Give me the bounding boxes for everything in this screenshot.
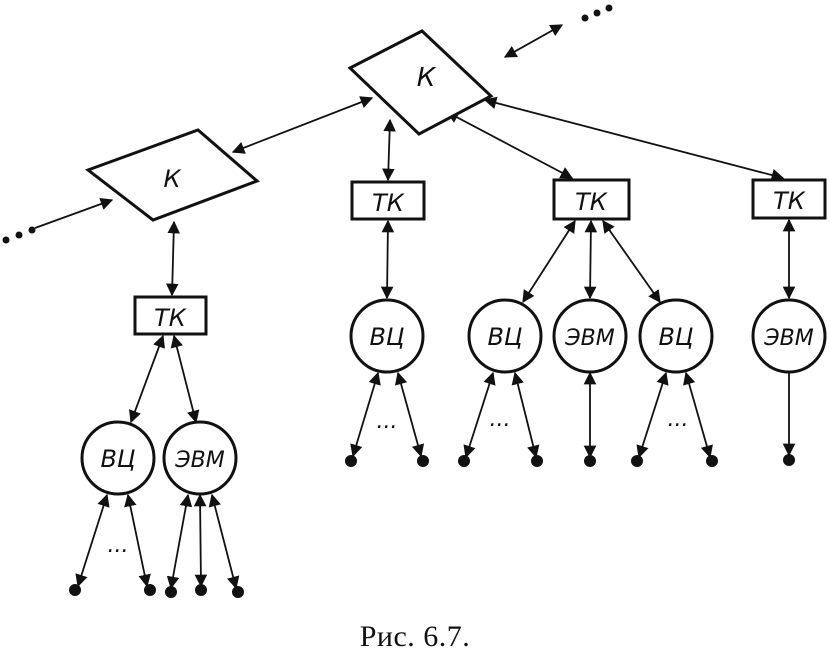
terminal-node: [195, 584, 207, 596]
terminal-node: [458, 455, 470, 467]
connection-arrow: [483, 96, 785, 182]
terminal-node: [417, 455, 429, 467]
connection-arrow: [445, 111, 574, 179]
connection-arrow: [75, 493, 110, 588]
tk-center-label: ТК: [372, 189, 405, 217]
terminals: [69, 454, 795, 598]
tk-center: ТК: [350, 180, 426, 221]
terminal-node: [631, 455, 643, 467]
vc-left-label: ВЦ: [100, 445, 135, 473]
tk-mid: ТК: [552, 178, 631, 221]
terminal-node: [345, 455, 357, 467]
links: [34, 24, 796, 590]
connection-arrow: [170, 334, 200, 424]
concentrator-left-label: К: [163, 165, 181, 193]
tk-left-label: ТК: [154, 304, 187, 332]
ellipsis-vc-left: ...: [108, 533, 129, 558]
vc-center-label: ВЦ: [369, 323, 404, 351]
ellipsis-vc-center: ...: [377, 409, 398, 434]
terminal-node: [531, 455, 543, 467]
vc-mid-1: ВЦ: [467, 298, 543, 374]
continuation-dots-left: [2, 226, 36, 244]
connection-arrow: [602, 219, 661, 304]
concentrator-main-label: К: [417, 63, 437, 93]
vc-mid-1-label: ВЦ: [487, 323, 522, 351]
vc-mid-2-label: ВЦ: [658, 323, 693, 351]
terminal-node: [69, 584, 81, 596]
connection-arrow: [382, 118, 396, 182]
evm-right-label: ЭВМ: [763, 326, 813, 351]
evm-mid-label: ЭВМ: [564, 326, 614, 351]
connection-arrow: [124, 493, 151, 588]
connection-arrow: [166, 493, 193, 590]
evm-right: ЭВМ: [751, 298, 827, 374]
connection-arrow: [208, 493, 240, 590]
connection-arrow: [522, 219, 576, 304]
evm-left-label: ЭВМ: [174, 448, 224, 473]
connection-arrow: [193, 493, 208, 588]
connection-arrow: [503, 24, 564, 58]
connection-arrow: [380, 219, 395, 300]
ellipsis-vc-mid-2: ...: [668, 407, 689, 432]
concentrator-main: К: [347, 29, 494, 136]
terminal-node: [165, 586, 177, 598]
continuation-dots-top: [581, 4, 613, 22]
terminal-node: [706, 455, 718, 467]
connection-arrow: [350, 371, 381, 458]
terminal-node: [783, 454, 795, 466]
connection-arrow: [34, 197, 114, 229]
figure-caption: Рис. 6.7.: [359, 620, 471, 653]
connection-arrow: [129, 334, 165, 424]
connection-arrow: [636, 371, 669, 459]
connection-arrow: [463, 371, 496, 459]
tk-right-label: ТК: [773, 187, 806, 215]
tk-mid-label: ТК: [575, 188, 608, 216]
tk-right: ТК: [751, 178, 827, 220]
terminal-node: [584, 455, 596, 467]
connection-arrow: [683, 371, 713, 459]
connection-arrow: [231, 96, 374, 154]
vc-left: ВЦ: [80, 420, 156, 496]
ellipsis-vc-mid-1: ...: [490, 407, 511, 432]
connection-arrow: [511, 371, 540, 459]
evm-left: ЭВМ: [162, 420, 238, 496]
connection-arrow: [394, 371, 425, 458]
vc-center: ВЦ: [349, 298, 425, 374]
terminal-node: [144, 584, 156, 596]
concentrator-left: К: [84, 128, 260, 222]
vc-mid-2: ВЦ: [638, 298, 714, 374]
terminal-node: [232, 586, 244, 598]
evm-mid: ЭВМ: [552, 298, 628, 374]
tk-left: ТК: [133, 295, 208, 336]
connection-arrow: [166, 220, 180, 297]
connection-arrow: [583, 219, 598, 300]
